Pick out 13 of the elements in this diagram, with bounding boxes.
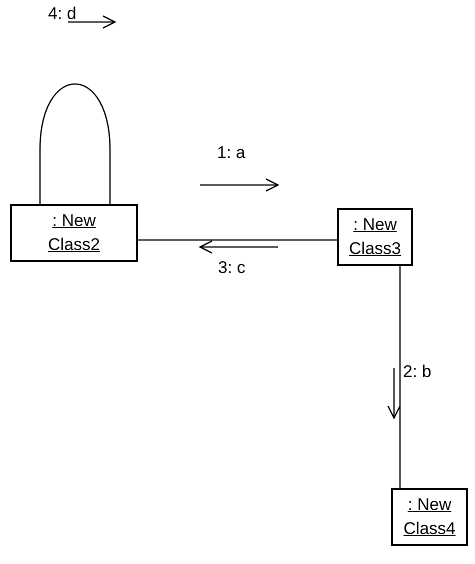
object-name: : New Class2 — [47, 210, 101, 256]
message-label: 4: d — [48, 4, 76, 24]
object-name: : New Class4 — [402, 494, 456, 540]
link-line — [399, 266, 401, 488]
message-label: 1: a — [217, 143, 246, 163]
object-box — [391, 488, 468, 546]
message-label: 3: c — [218, 258, 246, 278]
link-line — [138, 239, 337, 241]
object-name: : New Class3 — [348, 214, 402, 260]
object-box — [337, 208, 413, 266]
self-link — [39, 84, 111, 204]
message-label: 2: b — [403, 362, 432, 382]
object-box — [10, 204, 138, 262]
